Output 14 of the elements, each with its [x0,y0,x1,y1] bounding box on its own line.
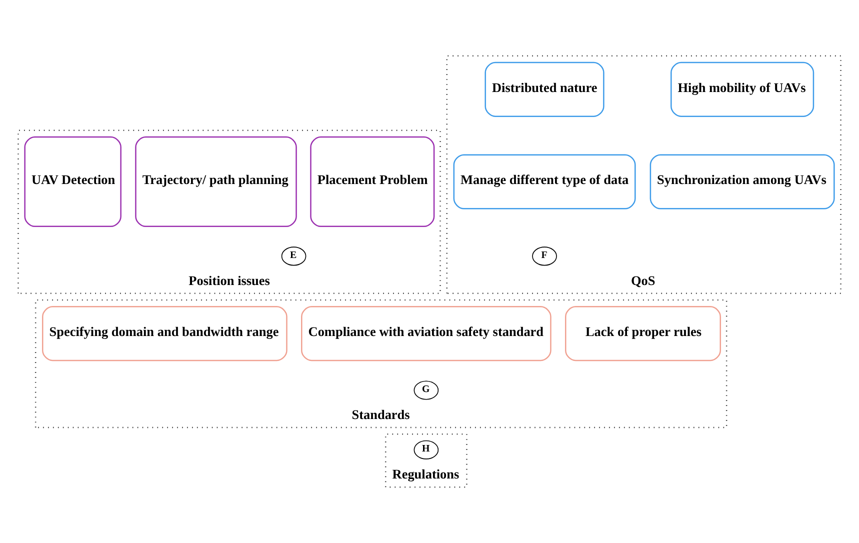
node-box: Synchronization among UAVs [650,154,835,210]
node-box: Distributed nature [484,62,604,117]
node-ellipse: E [281,246,306,266]
node-ellipse: H [414,440,439,460]
node-ellipse: F [532,246,557,266]
node-box: Compliance with aviation safety standard [301,306,552,362]
node-ellipse: G [414,380,439,400]
node-box: Lack of proper rules [565,306,721,362]
node-box: Manage different type of data [453,154,636,210]
node-box: Trajectory/ path planning [135,136,297,228]
node-box: UAV Detection [24,136,122,228]
node-box: High mobility of UAVs [670,62,814,117]
node-box: Specifying domain and bandwidth range [42,306,288,362]
node-box: Placement Problem [310,136,435,228]
